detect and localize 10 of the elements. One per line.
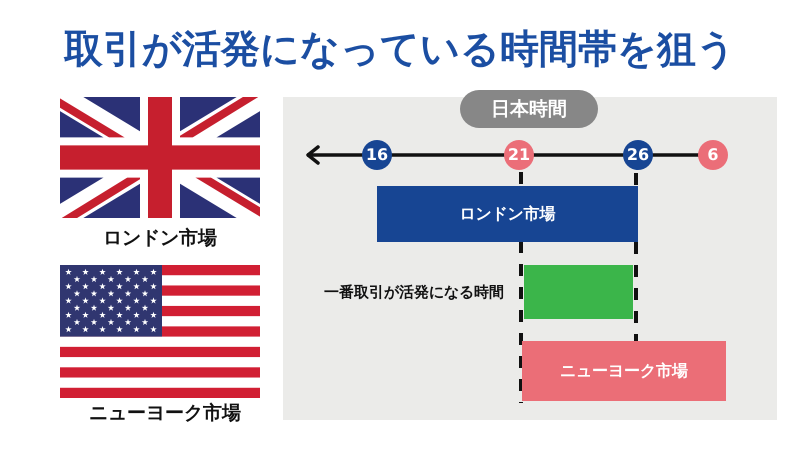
session-bar: ニューヨーク市場	[522, 341, 726, 401]
overlap-bar	[524, 265, 633, 319]
session-bar: ロンドン市場	[377, 186, 638, 242]
title: 取引が活発になっている時間帯を狙う	[62, 27, 737, 73]
caption-text: ニューヨーク市場	[88, 401, 242, 425]
flag-picture	[60, 265, 260, 398]
caption-text: ロンドン市場	[102, 226, 218, 250]
caption-text: 一番取引が活発になる時間	[323, 282, 504, 303]
time-zone-tag: 日本時間	[460, 90, 598, 128]
flag-picture	[60, 97, 260, 218]
